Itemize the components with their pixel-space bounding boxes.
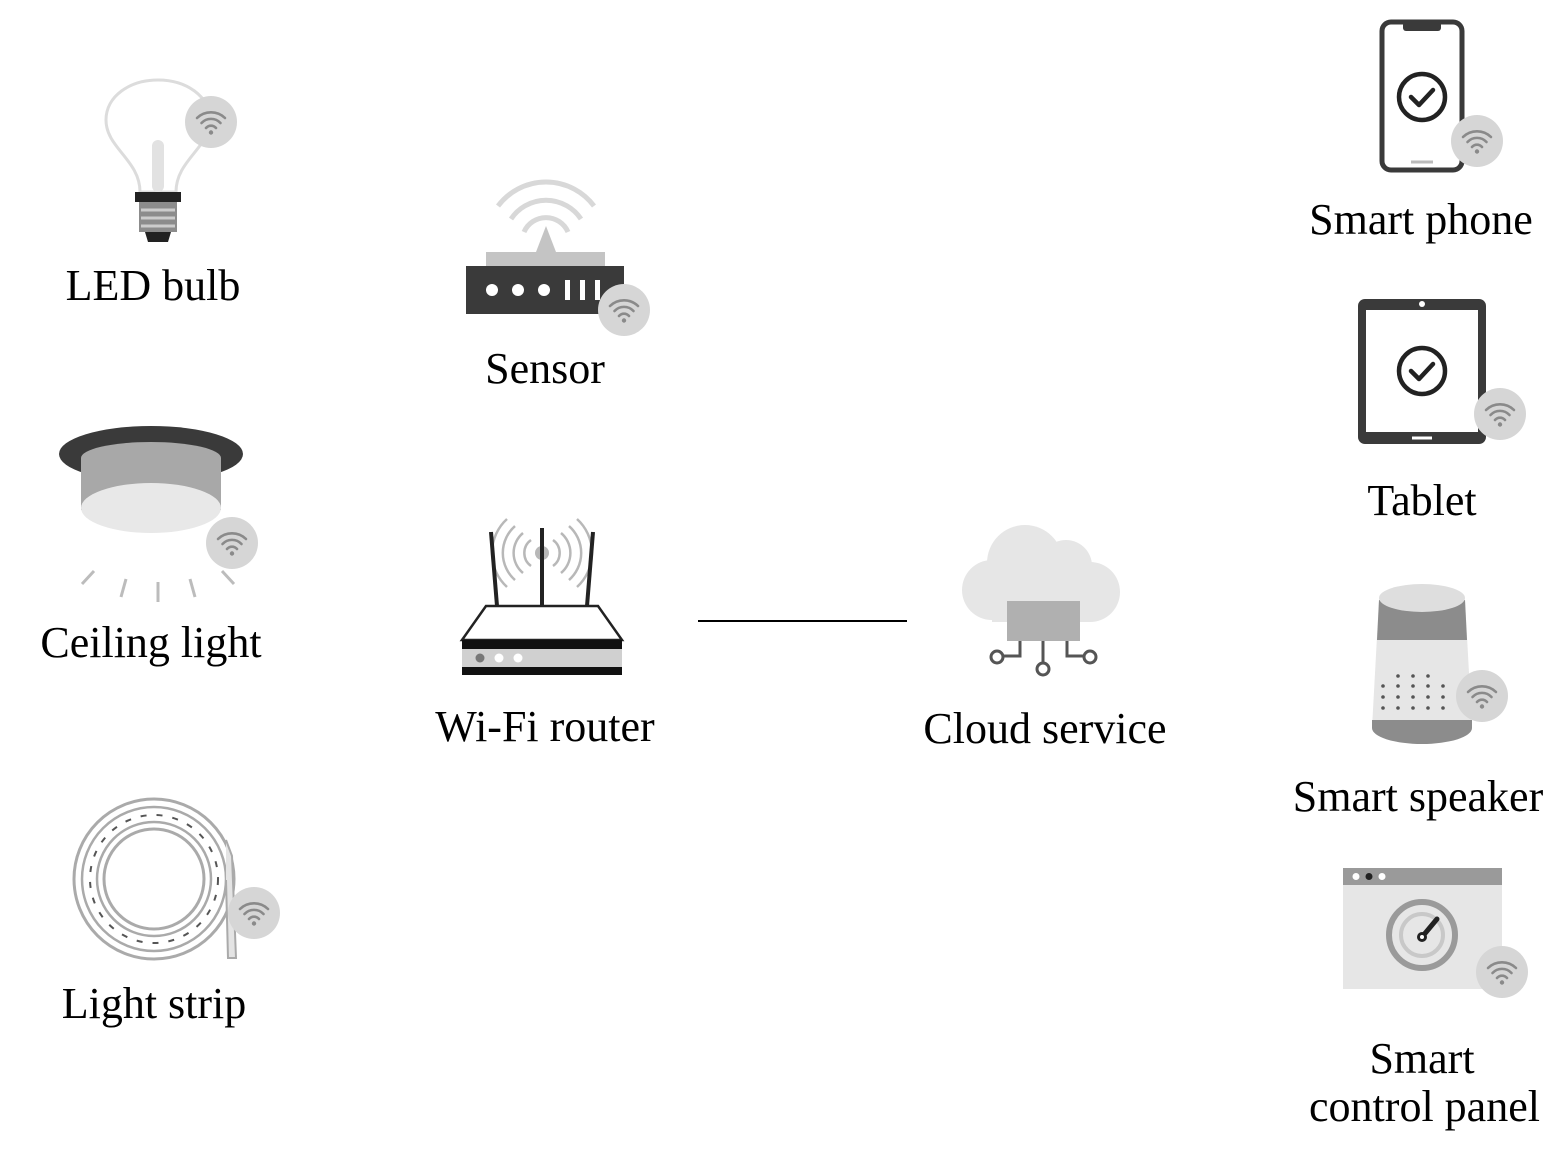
smart-speaker-label: Smart speaker (1292, 772, 1544, 821)
light-strip-icon (72, 797, 282, 961)
sensor-icon (466, 179, 652, 338)
control-panel-icon (1343, 868, 1530, 1000)
wifi-router-label: Wi-Fi router (435, 702, 655, 751)
smart-control-panel-label-line2: control panel (1309, 1082, 1540, 1131)
ceiling-light-icon (59, 426, 260, 602)
lightbulb-icon (104, 78, 239, 242)
sensor-label: Sensor (485, 344, 605, 393)
smart-phone-label: Smart phone (1309, 195, 1533, 244)
smart-control-panel-label-line1: Smart (1369, 1034, 1475, 1083)
wifi-icon (1474, 944, 1530, 1000)
speaker-icon (1372, 584, 1510, 744)
tablet-label: Tablet (1367, 476, 1477, 525)
phone-icon (1379, 19, 1505, 173)
led-bulb-label: LED bulb (65, 261, 241, 310)
cloud-icon (962, 525, 1120, 677)
wifi-icon (1449, 113, 1505, 169)
wifi-icon (183, 94, 239, 150)
wifi-icon (226, 885, 282, 941)
router-icon (459, 518, 625, 675)
wifi-icon (1454, 668, 1510, 724)
light-strip-label: Light strip (61, 979, 247, 1028)
wifi-icon (596, 282, 652, 338)
tablet-icon (1358, 299, 1528, 444)
cloud-service-label: Cloud service (923, 704, 1167, 753)
wifi-icon (204, 515, 260, 571)
ceiling-light-label: Ceiling light (40, 618, 262, 667)
wifi-icon (1472, 386, 1528, 442)
